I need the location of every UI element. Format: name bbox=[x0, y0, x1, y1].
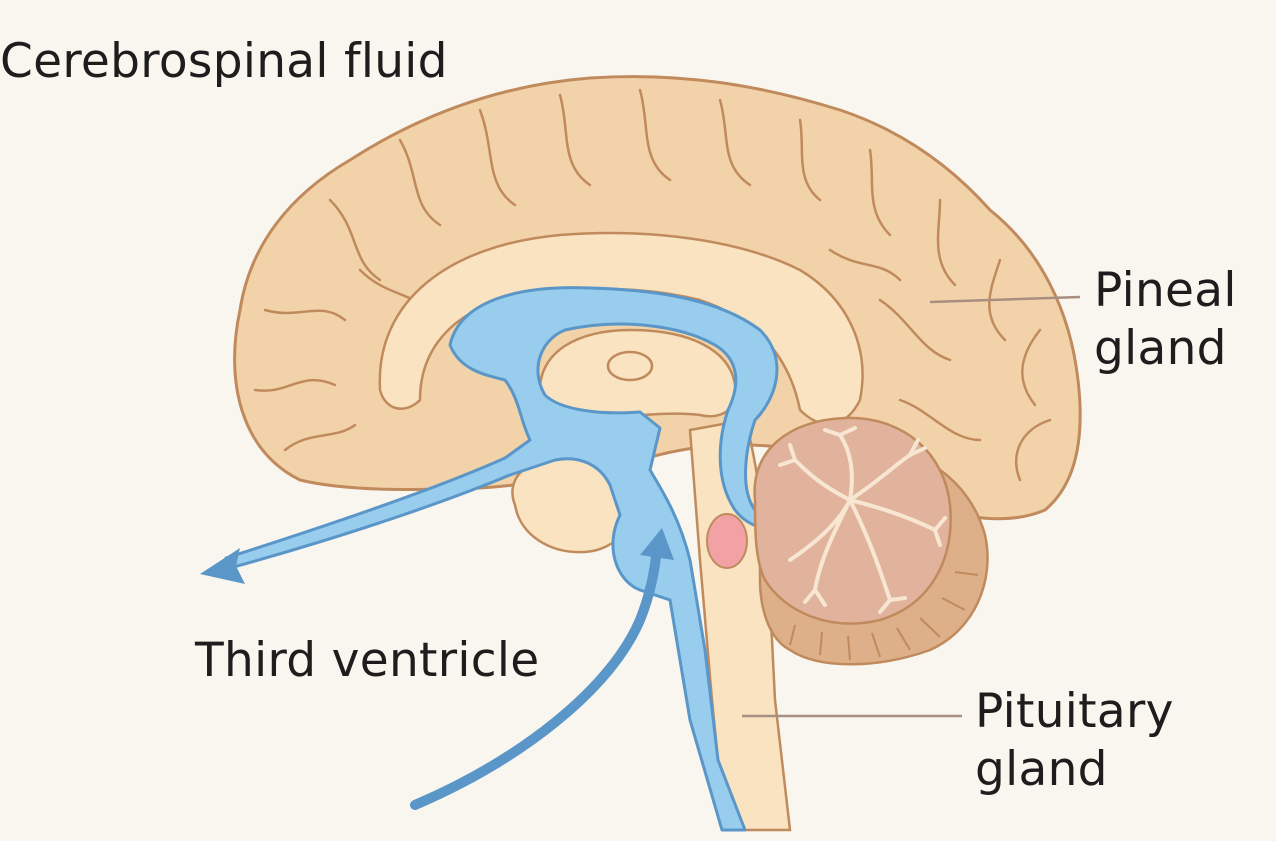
csf-flow-arrowhead bbox=[640, 528, 674, 560]
pineal-gland-label: Pineal gland bbox=[1094, 262, 1237, 378]
pituitary-gland-label: Pituitary gland bbox=[975, 683, 1174, 799]
interthalamic-adhesion bbox=[606, 350, 654, 382]
brain-folds bbox=[253, 88, 1052, 482]
cerebellum-folia bbox=[789, 571, 979, 661]
pituitary-label-line2: gland bbox=[975, 742, 1108, 797]
pineal-label-line2: gland bbox=[1094, 321, 1227, 376]
third-ventricle-label: Third ventricle bbox=[195, 633, 540, 688]
arbor-vitae bbox=[778, 426, 947, 614]
csf-flow-arrow bbox=[410, 543, 662, 810]
cerebrospinal-fluid-label: Cerebrospinal fluid bbox=[0, 34, 448, 89]
pituitary-gland-shape bbox=[706, 513, 748, 569]
pineal-label-line1: Pineal bbox=[1094, 263, 1237, 318]
csf-outflow-arrowhead bbox=[200, 548, 245, 584]
pineal-leader-line bbox=[929, 295, 1081, 304]
pituitary-label-line1: Pituitary bbox=[975, 684, 1174, 739]
